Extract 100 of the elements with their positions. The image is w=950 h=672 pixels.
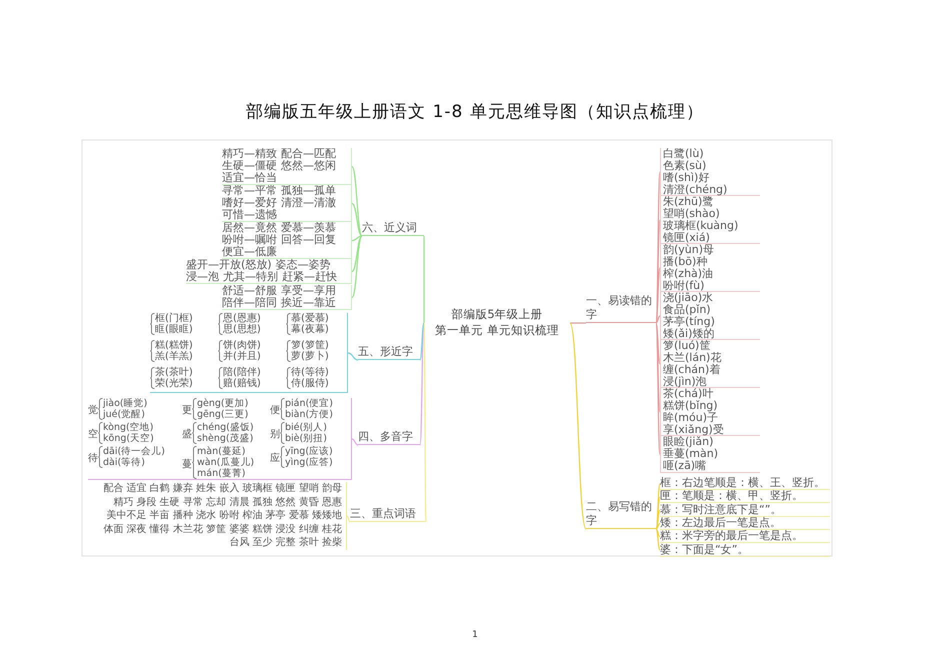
pronunciation: chéng(盛饭) xyxy=(197,422,254,433)
key-words-line: 美中不足 半亩 播种 浇水 吩咐 榨油 茅亭 爱慕 矮矮地 xyxy=(106,509,342,522)
pronunciation: kòng(空地) xyxy=(103,422,154,433)
similar-character: 慕(爱慕) xyxy=(291,313,329,324)
reading-item: 玻璃框(kuàng) xyxy=(662,220,740,232)
connector-line xyxy=(656,528,660,538)
synonym-pair: 享受—享用 xyxy=(281,285,336,297)
polyphone-character: 盛 xyxy=(182,428,192,441)
reading-item: 清澄(chéng) xyxy=(662,184,728,196)
reading-item: 享(xiǎng)受 xyxy=(662,424,725,436)
key-words-line: 体面 深夜 懂得 木兰花 箩筐 婆婆 糕饼 浸没 纠缠 桂花 xyxy=(102,522,342,536)
pronunciation: dāi(待一会儿) xyxy=(103,446,165,457)
synonym-pair: 挨近—靠近 xyxy=(281,297,336,309)
spelling-note: 糕：米字旁的最后一笔是点。 xyxy=(660,530,830,544)
branch-topic: 二、易写错的字 xyxy=(586,500,656,529)
similar-character: 萝(萝卜) xyxy=(291,351,329,362)
connector-line xyxy=(346,516,350,522)
reading-item: 垂蔓(màn) xyxy=(662,448,720,460)
reading-item: 嗜(shì)好 xyxy=(662,172,710,184)
pronunciation: gèng(更加) xyxy=(197,398,248,409)
similar-character: 幕(夜幕) xyxy=(291,324,329,335)
similar-character: 待(等待) xyxy=(291,367,329,378)
synonym-pair: 适宜—恰当 xyxy=(222,172,277,184)
spelling-note: 框：右边笔顺是：横、王、竖折。 xyxy=(660,477,830,490)
bracket-group xyxy=(88,398,352,480)
polyphone-character: 觉 xyxy=(88,404,98,417)
reading-item: 食品(pǐn) xyxy=(662,304,712,316)
central-topic: 部编版5年级上册 xyxy=(450,306,544,322)
synonym-pair: 可惜—遗憾 xyxy=(222,209,277,221)
synonym-pair: 便宜—低廉 xyxy=(222,246,277,258)
synonym-pair: 陪伴—陪同 xyxy=(222,297,277,309)
synonym-pair: 浸—泡 xyxy=(186,271,219,283)
connector-line xyxy=(570,322,586,324)
reading-item: 浸(jìn)泡 xyxy=(662,376,708,388)
central-topic: 第一单元 单元知识梳理 xyxy=(434,322,560,338)
reading-item: 镜匣(xiá) xyxy=(662,232,710,244)
spelling-note: 矮：左边最后一笔是点。 xyxy=(660,516,830,530)
connector-line xyxy=(419,322,425,360)
reading-group xyxy=(660,292,760,340)
polyphone-character: 便 xyxy=(270,404,280,417)
reading-item: 浇(jiāo)水 xyxy=(662,292,714,304)
similar-character: 饼(肉饼) xyxy=(223,340,261,351)
pronunciation: bié(别人) xyxy=(285,422,327,433)
connector-line xyxy=(655,483,661,530)
synonym-group xyxy=(186,259,352,284)
reading-group xyxy=(660,340,760,388)
branch-topic: 六、近义词 xyxy=(362,221,424,236)
connector-line xyxy=(655,268,661,324)
synonym-pair: 悠然—悠闲 xyxy=(281,160,336,172)
synonym-pair: 寻常—平常 xyxy=(222,185,277,197)
pronunciation: dài(等待) xyxy=(103,457,146,468)
key-words-line: 台风 至少 完整 茶叶 捡柴 xyxy=(228,536,342,550)
pronunciation: biè(别扭) xyxy=(285,433,327,444)
pronunciation: shèng(茂盛) xyxy=(197,433,254,444)
synonym-pair: 清澄—清澈 xyxy=(281,197,336,209)
reading-group xyxy=(660,244,760,292)
pronunciation: biàn(方便) xyxy=(285,409,333,420)
similar-character: 眶(眼眶) xyxy=(155,324,193,335)
pronunciation: jué(觉醒) xyxy=(103,409,146,420)
reading-item: 糕饼(bǐng) xyxy=(662,400,719,412)
similar-character: 陪(陪伴) xyxy=(223,367,261,378)
similar-character: 箩(箩筐) xyxy=(291,340,329,351)
synonym-pair: 生硬—僵硬 xyxy=(222,160,277,172)
synonym-pair: 爱慕—羡慕 xyxy=(281,222,336,234)
pronunciation: pián(便宜) xyxy=(285,398,333,409)
branch-topic: 三、重点词语 xyxy=(350,507,426,522)
connector-line xyxy=(348,352,358,361)
bracket-group xyxy=(150,313,348,393)
reading-item: 眸(móu)子 xyxy=(662,412,718,424)
synonym-pair: 姿态—姿势 xyxy=(276,259,331,271)
key-words-line: 精巧 身段 生硬 寻常 忘却 清晨 孤独 悠然 黄昏 恩惠 xyxy=(112,496,342,509)
synonym-group xyxy=(222,222,352,259)
reading-item: 矮(ǎi)矮的 xyxy=(662,328,716,340)
polyphone-character: 空 xyxy=(88,428,98,441)
similar-character: 框(门框) xyxy=(155,313,193,324)
synonym-pair: 吩咐—嘱咐 xyxy=(222,234,277,246)
key-words-line: 配合 适宜 白鹤 嫌弃 姓朱 嵌入 玻璃框 镜匣 望哨 韵母 xyxy=(102,482,342,496)
reading-item: 榨(zhà)油 xyxy=(662,268,714,280)
reading-item: 茶(chá)叶 xyxy=(662,388,714,400)
reading-item: 茅亭(tíng) xyxy=(662,316,716,328)
pronunciation: kōng(天空) xyxy=(103,433,154,444)
synonym-pair: 孤独—孤单 xyxy=(281,185,336,197)
connector-line xyxy=(352,438,358,446)
synonym-pair: 回答—回复 xyxy=(281,234,336,246)
connector-line xyxy=(352,236,362,272)
connector-line xyxy=(656,316,660,324)
spelling-note: 匣：笔顺是：横、甲、竖折。 xyxy=(660,490,830,504)
reading-group xyxy=(660,388,760,436)
synonym-pair: 配合—匹配 xyxy=(281,148,336,160)
polyphone-character: 更 xyxy=(182,404,192,417)
reading-item: 缠(chán)着 xyxy=(662,364,722,376)
page-title: 部编版五年级上册语文 1-8 单元思维导图（知识点梳理） xyxy=(245,101,705,123)
synonym-pair: 舒适—舒服 xyxy=(222,285,277,297)
pronunciation: yìng(应答) xyxy=(285,457,333,468)
spelling-note: 慕：写时注意底下是“”。 xyxy=(660,504,830,517)
synonym-group xyxy=(222,148,352,185)
reading-item: 白鹭(lù) xyxy=(662,148,705,160)
connector-line xyxy=(655,528,661,550)
connector-line xyxy=(352,203,362,236)
similar-character: 并(并且) xyxy=(223,351,261,362)
